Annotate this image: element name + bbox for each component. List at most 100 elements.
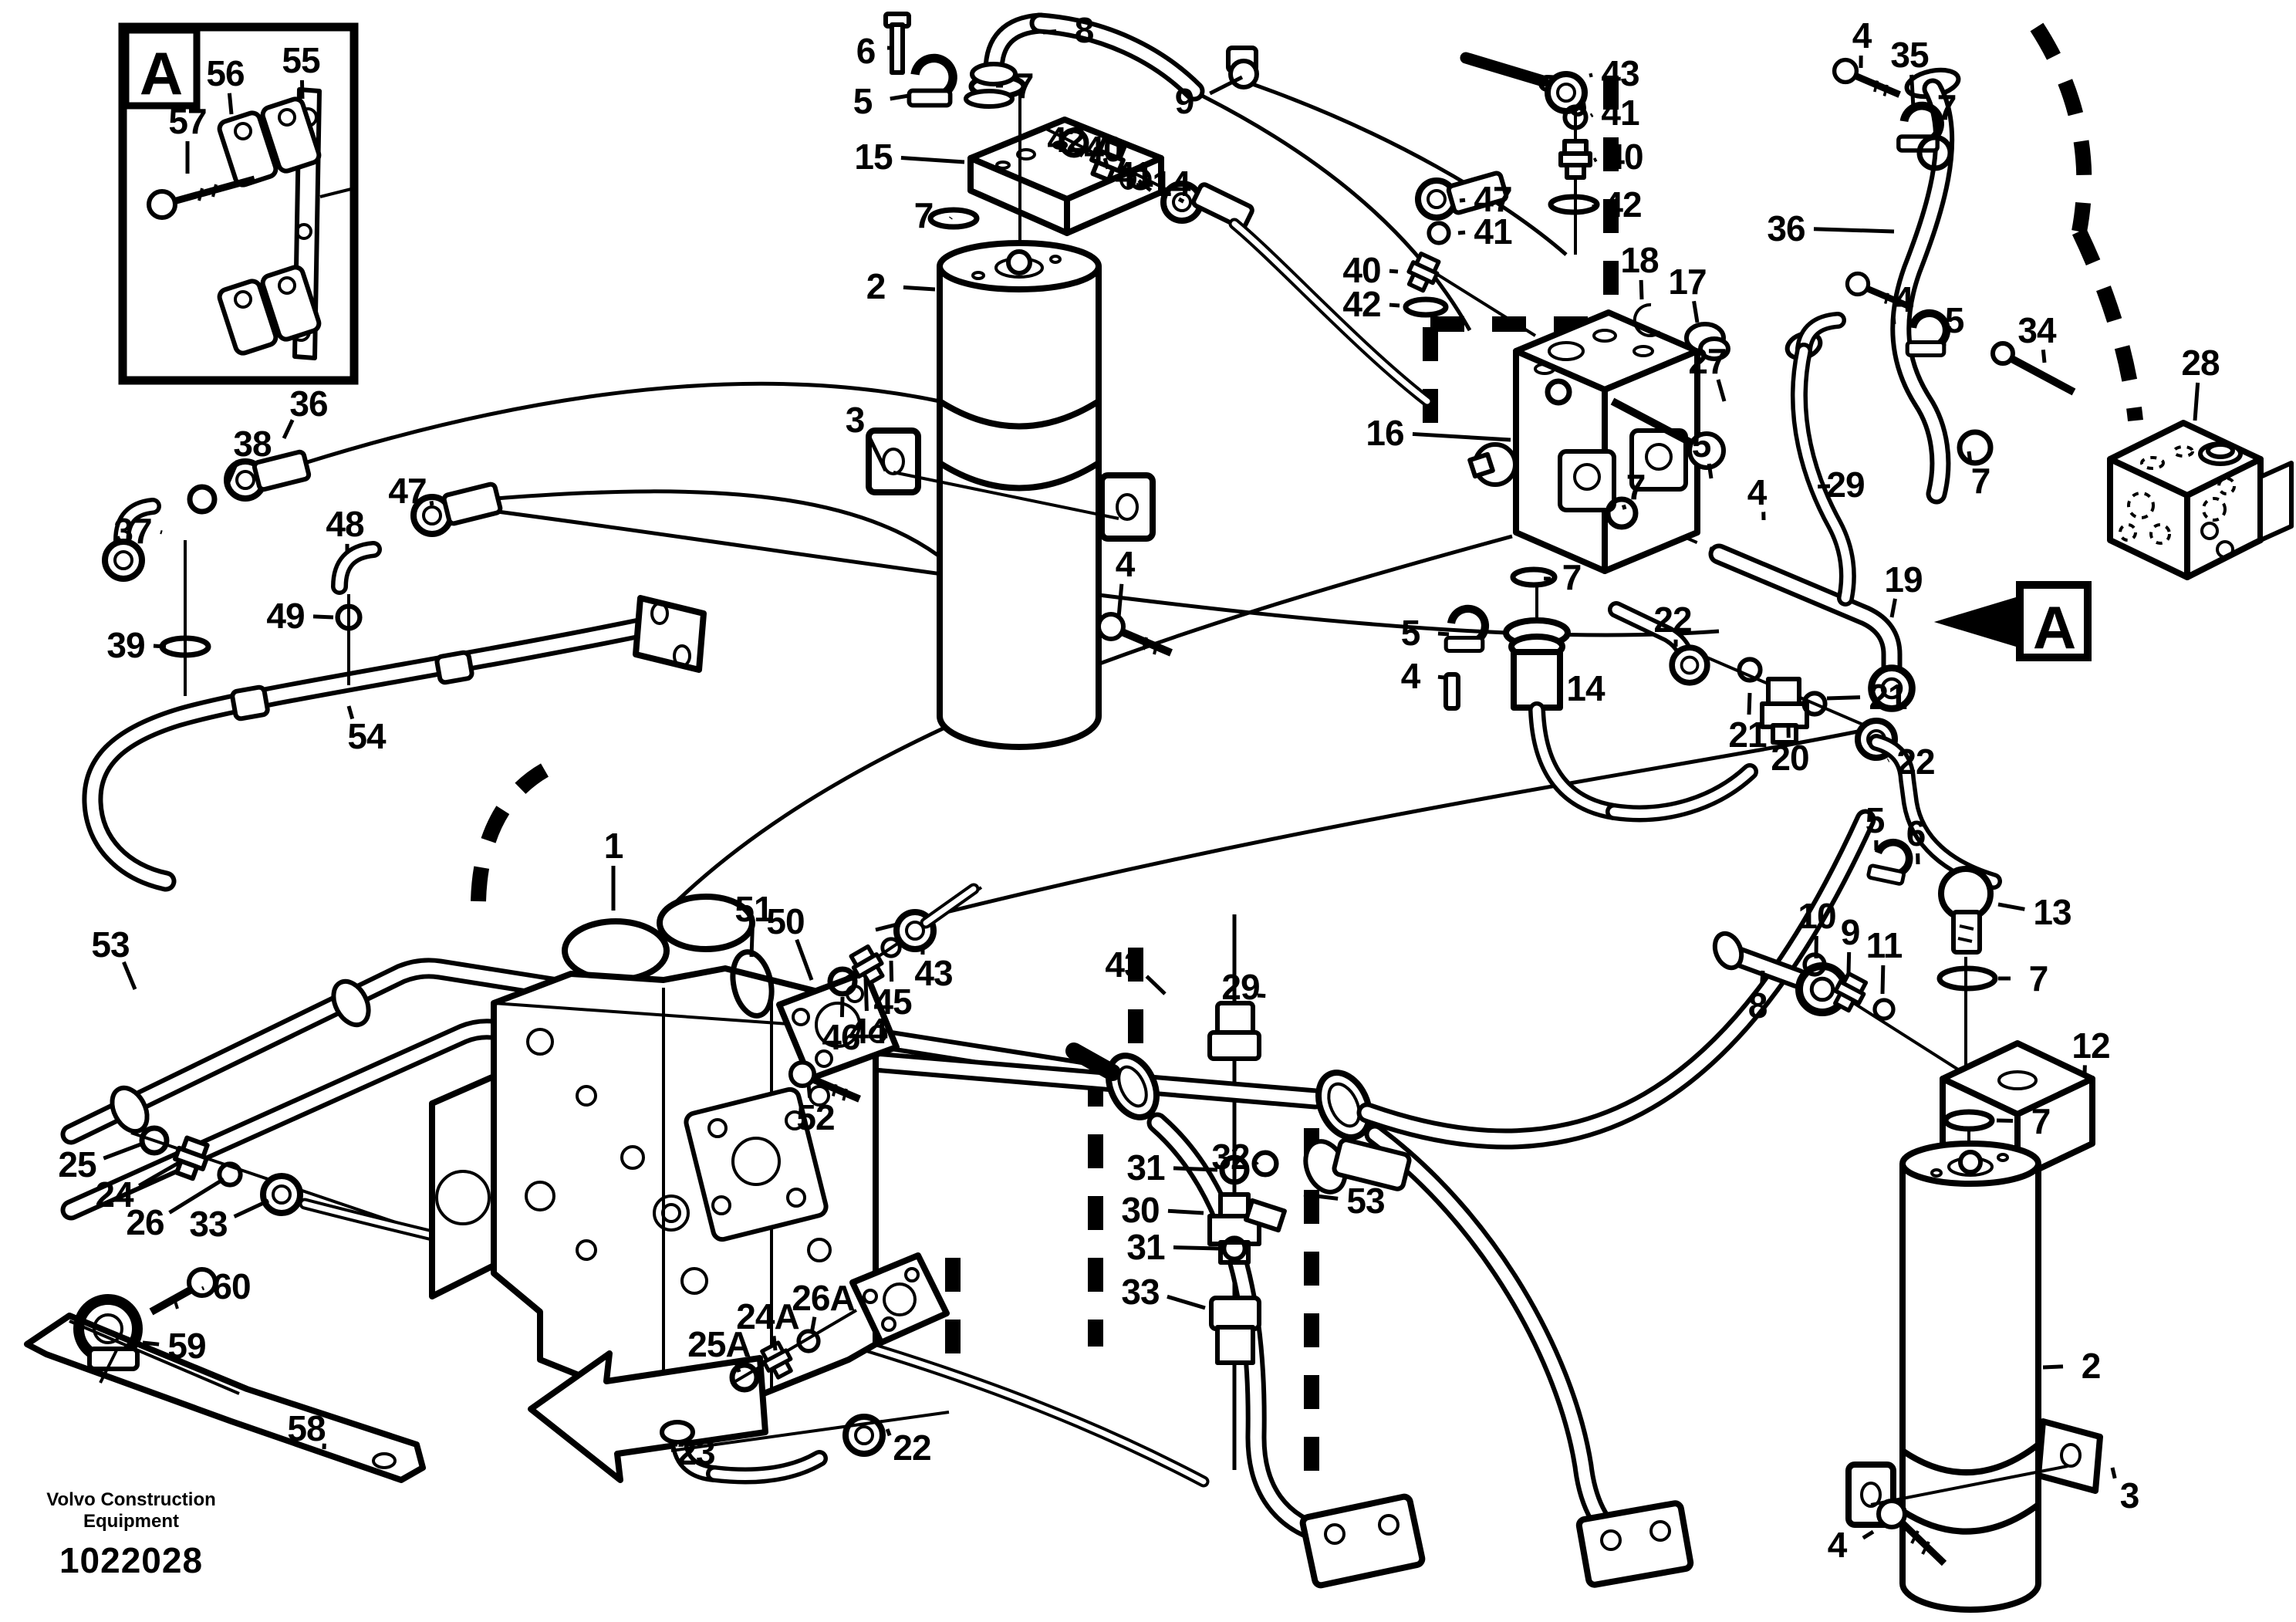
part-callout-35: 35 (1890, 35, 1929, 75)
part-callout-5: 5 (1944, 300, 1965, 340)
leader-line-41 (1457, 230, 1466, 235)
part-callout-13: 13 (2033, 892, 2071, 932)
part-callout-25A: 25A (687, 1324, 751, 1364)
part-callout-7: 7 (1626, 467, 1646, 507)
part-callout-5: 5 (1865, 800, 1886, 840)
leader-line-25 (103, 1141, 144, 1161)
leader-line-43 (1589, 73, 1593, 78)
filter-block-12-group (1712, 866, 2095, 1182)
hose-53-and-tee-chain (1065, 809, 1876, 1589)
leader-line-8 (1042, 29, 1057, 35)
leader-line-51 (749, 928, 755, 958)
part-callout-41: 41 (1474, 211, 1512, 252)
part-callout-4: 4 (1747, 472, 1768, 512)
leader-line-40 (1102, 157, 1110, 170)
part-callout-9: 9 (1174, 81, 1195, 121)
part-callout-29: 29 (1221, 967, 1260, 1007)
top-center-assembly (866, 12, 1433, 750)
leader-line-11 (1880, 965, 1886, 995)
leader-line-17 (1692, 300, 1700, 323)
part-callout-24A: 24A (736, 1296, 799, 1336)
leader-line-4 (1891, 318, 1896, 325)
part-callout-40: 40 (1342, 250, 1381, 290)
part-callout-24: 24 (95, 1174, 133, 1215)
part-callout-1: 1 (603, 826, 624, 866)
part-callout-11: 11 (1866, 925, 1903, 965)
part-callout-32: 32 (1211, 1137, 1250, 1177)
leader-line-41 (1589, 113, 1594, 118)
leader-line-52 (806, 1083, 812, 1098)
part-callout-42: 42 (1342, 284, 1381, 324)
part-callout-51: 51 (734, 889, 773, 929)
part-callout-50: 50 (766, 901, 805, 941)
leader-line-40 (1389, 269, 1399, 274)
leader-line-45 (889, 960, 894, 982)
part-callout-7: 7 (1014, 66, 1035, 106)
part-callout-15: 15 (854, 137, 893, 177)
leader-line-19 (1889, 598, 1897, 618)
detail-box-letter: A (140, 39, 183, 107)
leader-line-42 (1389, 302, 1400, 308)
part-callout-30: 30 (1121, 1190, 1160, 1230)
part-callout-7: 7 (913, 195, 934, 235)
hose-36-29 (1784, 60, 1994, 607)
part-callout-59: 59 (167, 1326, 206, 1366)
detail-view-box: A (118, 22, 359, 385)
leader-line-31 (1173, 1245, 1220, 1251)
part-callout-48: 48 (326, 504, 364, 544)
part-callout-4: 4 (1400, 656, 1421, 696)
leader-line-47 (429, 500, 434, 506)
leader-line-42 (1592, 204, 1595, 209)
part-callout-43: 43 (914, 953, 953, 993)
part-callout-23: 23 (677, 1432, 715, 1472)
leader-line-4 (1437, 674, 1445, 680)
part-callout-21: 21 (1728, 715, 1767, 755)
brand-name-line2: Equipment (83, 1510, 179, 1532)
part-callout-2: 2 (866, 266, 886, 306)
part-callout-57: 57 (168, 101, 207, 141)
part-callout-47: 47 (1474, 179, 1512, 219)
leader-line-4 (1116, 583, 1124, 618)
part-callout-34: 34 (2017, 310, 2056, 350)
leader-line-41 (1137, 179, 1153, 192)
pipe-54-assembly (82, 449, 707, 892)
leader-line-53 (1303, 1192, 1339, 1201)
part-callout-26: 26 (126, 1202, 164, 1242)
leader-line-59 (142, 1340, 160, 1347)
part-callout-4: 4 (1893, 279, 1914, 319)
part-callout-4: 4 (1827, 1525, 1848, 1565)
leader-line-5 (1707, 463, 1714, 479)
part-callout-38: 38 (233, 424, 272, 464)
part-callout-26A: 26A (792, 1278, 855, 1318)
leader-line-25A (733, 1360, 741, 1373)
leader-line-7 (1936, 126, 1942, 140)
part-callout-33: 33 (189, 1204, 228, 1244)
leader-line-34 (2041, 350, 2047, 363)
part-callout-8: 8 (1747, 985, 1768, 1026)
part-callout-29: 29 (1826, 465, 1865, 505)
leader-line-60 (201, 1286, 205, 1291)
part-callout-20: 20 (1771, 738, 1809, 778)
part-callout-7: 7 (1562, 557, 1582, 597)
cylinder-2-bottom-right (1845, 1140, 2103, 1613)
leader-line-54 (346, 705, 355, 720)
leader-line-50 (795, 938, 814, 981)
part-callout-22: 22 (893, 1428, 931, 1468)
leader-line-31 (1173, 1166, 1218, 1172)
leader-line-9 (1209, 75, 1244, 96)
part-callout-17: 17 (1668, 262, 1707, 302)
part-callout-52: 52 (796, 1097, 835, 1137)
leader-line-53 (122, 961, 137, 990)
leader-line-8 (1760, 970, 1765, 986)
part-callout-3: 3 (2119, 1475, 2140, 1516)
figure-number: 1022028 (59, 1540, 204, 1581)
part-callout-5: 5 (1691, 424, 1712, 465)
leader-line-22 (1886, 758, 1890, 762)
figure-footer: Volvo Construction Equipment 1022028 (15, 1489, 247, 1581)
leader-line-13 (1997, 902, 2025, 911)
part-callout-3: 3 (845, 400, 866, 440)
flange-50-chain (730, 883, 983, 1100)
part-callout-40: 40 (1605, 137, 1643, 177)
